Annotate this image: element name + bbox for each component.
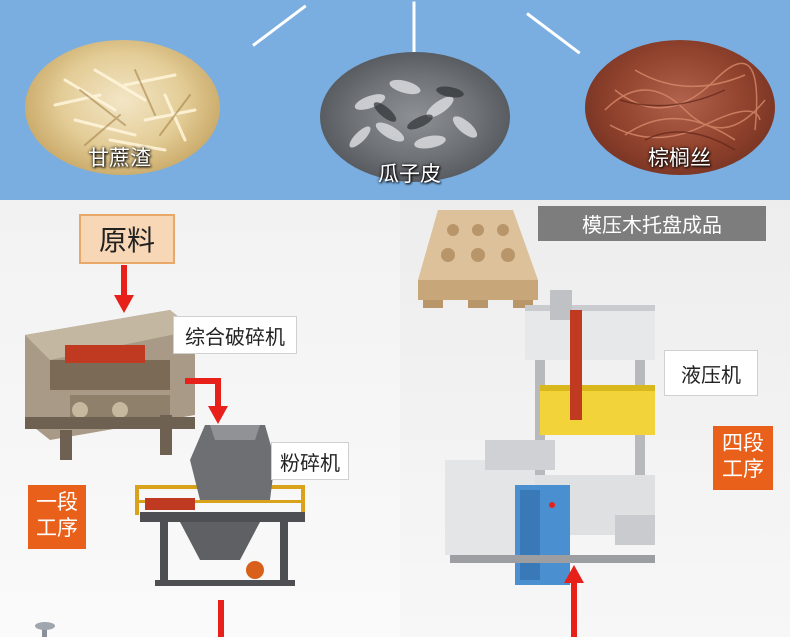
bagasse-texture — [53, 68, 197, 152]
pulverizer-machine — [135, 425, 305, 586]
arrow-down-icon — [114, 265, 134, 313]
bagasse-image — [25, 40, 220, 175]
stage-one-line-1: 一段 — [36, 490, 78, 514]
bagasse-label: 甘蔗渣 — [88, 146, 151, 170]
arrow-up-icon — [564, 565, 584, 637]
pulverizer-label: 粉碎机 — [271, 442, 349, 480]
connector-line-left — [252, 4, 307, 47]
palm-fiber-texture — [604, 62, 766, 151]
seed-shell-texture — [349, 79, 478, 149]
arrow-down-bottom-left-icon — [218, 600, 224, 637]
stage-four-badge: 四段 工序 — [713, 426, 773, 490]
raw-material-box: 原料 — [79, 214, 175, 264]
arrow-elbow-icon — [185, 378, 228, 424]
palm-fiber-image — [585, 40, 775, 175]
hydraulic-press-machine — [445, 290, 655, 585]
seed-shell-image — [320, 52, 510, 182]
product-title: 模压木托盘成品 — [538, 206, 766, 241]
crusher-machine — [25, 310, 195, 460]
crusher-label: 综合破碎机 — [173, 316, 297, 354]
press-label: 液压机 — [664, 350, 758, 396]
molded-pallet — [418, 210, 538, 308]
valve-icon — [35, 622, 55, 637]
stage-four-line-2: 工序 — [722, 457, 764, 481]
stage-one-line-2: 工序 — [36, 516, 78, 540]
palm-fiber-label: 棕榈丝 — [648, 146, 711, 170]
raw-materials-band: 甘蔗渣 瓜子皮 — [0, 0, 790, 200]
connector-line-right — [526, 12, 581, 55]
seed-shell-label: 瓜子皮 — [378, 162, 441, 186]
stage-one-badge: 一段 工序 — [28, 485, 86, 549]
stage-four-line-1: 四段 — [722, 431, 764, 455]
connector-line-center — [412, 1, 416, 54]
